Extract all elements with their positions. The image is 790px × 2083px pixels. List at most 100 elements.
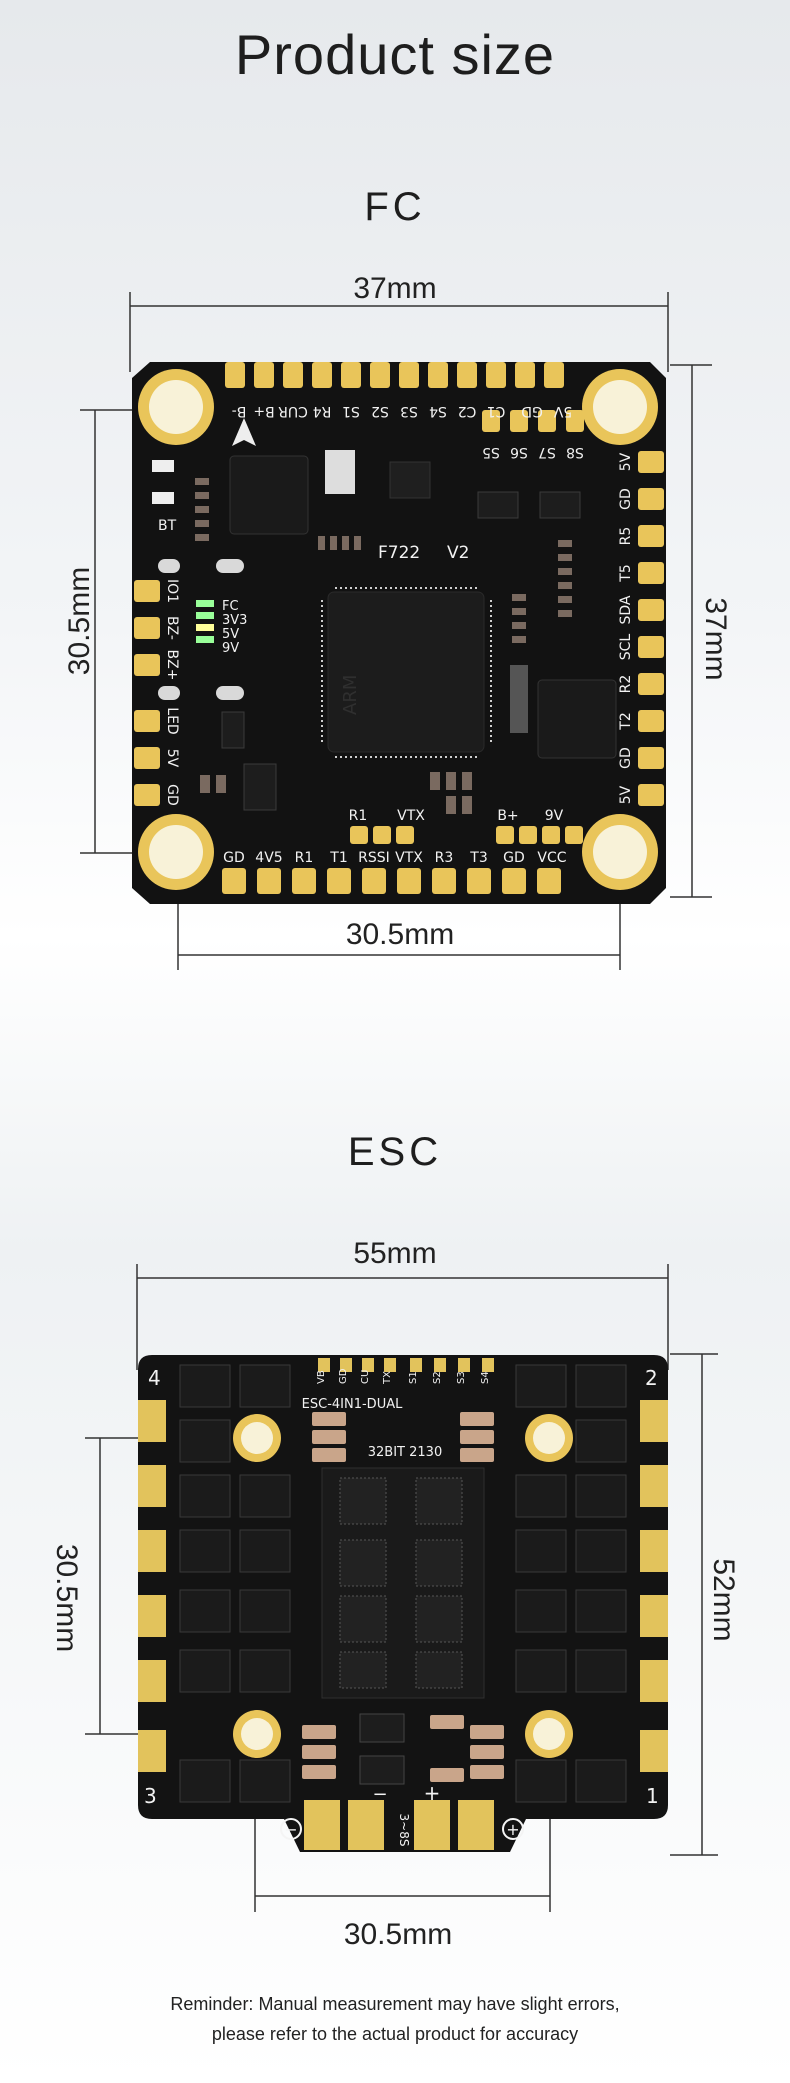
fc-chip-text: ARM (340, 675, 361, 715)
fc-led-label: 5V (222, 627, 239, 642)
fc-leds (196, 600, 214, 643)
esc-pad-label: S1 (408, 1371, 419, 1384)
esc-corner-number: 1 (646, 1784, 659, 1808)
esc-silkscreen: ESC-4IN1-DUAL 32BIT 2130 VB GD CU TX S1 … (144, 1366, 659, 1808)
fc-pad-label: T3 (469, 850, 487, 866)
fc-board: ARM (132, 362, 666, 904)
fc-right-pads (638, 451, 664, 806)
esc-pad-label: S2 (432, 1371, 443, 1384)
fc-mosfets (221, 491, 581, 811)
fc-pad-label: S2 (371, 403, 389, 419)
fc-mount-holes (138, 369, 658, 890)
fc-pad-label: T5 (618, 564, 634, 582)
fc-pad-label: S6 (510, 444, 528, 460)
esc-voltage-label: 3~8S (397, 1814, 411, 1847)
esc-pad-label: VB (316, 1370, 327, 1384)
esc-spec-label: 32BIT 2130 (368, 1445, 442, 1460)
fc-pad-label: R1 (295, 850, 314, 866)
fc-pad-label: B+ (253, 403, 274, 419)
fc-buttons (152, 460, 244, 700)
esc-pad-label: CU (360, 1370, 371, 1384)
fc-pad-label: CUR (278, 403, 308, 419)
esc-capacitors (302, 1412, 504, 1782)
fc-dim-bottom: 30.5mm (345, 918, 455, 951)
esc-power-pads (304, 1800, 494, 1850)
fc-pad-label: B+ (497, 808, 518, 824)
fc-pad-label: VTX (395, 850, 423, 866)
fc-pad-label: GD (521, 403, 543, 419)
esc-plus-label: + (424, 1781, 441, 1805)
fc-pad-label: S3 (400, 403, 418, 419)
esc-power-symbols: − + − + 3~8S (280, 1781, 524, 1847)
esc-side-pads (138, 1400, 668, 1772)
fc-pad-label: S1 (342, 403, 360, 419)
fc-pad-label: C1 (487, 403, 506, 419)
esc-pad-label: S3 (456, 1371, 467, 1384)
fc-logo-icon (232, 418, 256, 446)
fc-pad-label: R4 (313, 403, 332, 419)
esc-driver-chips (321, 1467, 485, 1699)
fc-pad-label: S5 (482, 444, 500, 460)
esc-pad-label: GD (338, 1368, 349, 1384)
fc-pad-label: GD (164, 784, 180, 806)
fc-pad-label: 5V (164, 749, 180, 768)
fc-pad-label: SDA (618, 595, 634, 624)
fc-mcu-chip: ARM (321, 587, 492, 758)
fc-crystal (325, 450, 355, 494)
fc-pad-label: GD (618, 488, 634, 510)
esc-board: − + − + 3~8S ESC-4IN1-DUAL 32BIT 2130 VB… (138, 1355, 668, 1852)
esc-name-label: ESC-4IN1-DUAL (302, 1397, 403, 1412)
esc-mount-holes (233, 1414, 573, 1758)
fc-bt-module (229, 455, 309, 535)
fc-section-title: FC (364, 185, 426, 229)
fc-pad-label: SCL (618, 634, 634, 661)
esc-dim-bottom: 30.5mm (343, 1918, 453, 1951)
fc-bottom-pads (222, 826, 583, 894)
fc-passives (195, 478, 572, 814)
esc-dim-right: 52mm (707, 1558, 740, 1642)
fc-silkscreen: B- B+ CUR R4 S1 S2 S3 S4 C2 C1 GD 5V S5 … (158, 403, 634, 866)
fc-left-pads (134, 580, 160, 806)
fc-regulator (537, 679, 617, 759)
reminder-line-2: please refer to the actual product for a… (211, 2024, 579, 2044)
fc-pad-label: IO1 (164, 579, 180, 603)
fc-pad-label: 5V (618, 452, 634, 471)
fc-pad-label: RSSI (358, 850, 390, 866)
fc-pad-label: R5 (618, 527, 634, 546)
esc-corner-number: 3 (144, 1784, 157, 1808)
esc-dim-left: 30.5mm (50, 1543, 83, 1653)
reminder-line-1: Reminder: Manual measurement may have sl… (170, 1994, 620, 2014)
fc-pad-label: T2 (618, 712, 634, 730)
fc-pad-label: B- (232, 403, 247, 419)
page-title: Product size (234, 23, 556, 86)
fc-model-label: F722 (378, 543, 420, 563)
fc-pad-label: T1 (329, 850, 347, 866)
esc-minus-terminal: − (284, 1820, 297, 1839)
fc-pad-label: BZ- (164, 616, 180, 640)
fc-dim-top: 37mm (353, 272, 437, 305)
fc-pad-label: C2 (458, 403, 477, 419)
esc-minus-label: − (372, 1784, 387, 1805)
fc-pad-label: VCC (537, 850, 566, 866)
esc-corner-number: 2 (645, 1366, 658, 1390)
fc-pad-label: GD (503, 850, 525, 866)
fc-pad-label: R1 (349, 808, 368, 824)
fc-sensor-chip (389, 461, 431, 499)
fc-inductor (510, 665, 528, 733)
fc-pad-label: LED (164, 707, 180, 734)
fc-led-label: 3V3 (222, 613, 247, 628)
fc-version-label: V2 (447, 543, 469, 563)
esc-mosfets (179, 1364, 627, 1803)
fc-pad-label: BZ+ (164, 650, 180, 681)
fc-pad-label: S4 (429, 403, 447, 419)
fc-top-pads (225, 362, 584, 432)
esc-section-title: ESC (347, 1130, 443, 1174)
fc-pad-label: 4V5 (255, 850, 282, 866)
fc-pad-label: GD (223, 850, 245, 866)
fc-pad-label: VTX (397, 808, 425, 824)
esc-pad-label: S4 (480, 1371, 491, 1384)
esc-regulators (359, 1713, 405, 1785)
esc-plus-terminal: + (506, 1820, 519, 1839)
